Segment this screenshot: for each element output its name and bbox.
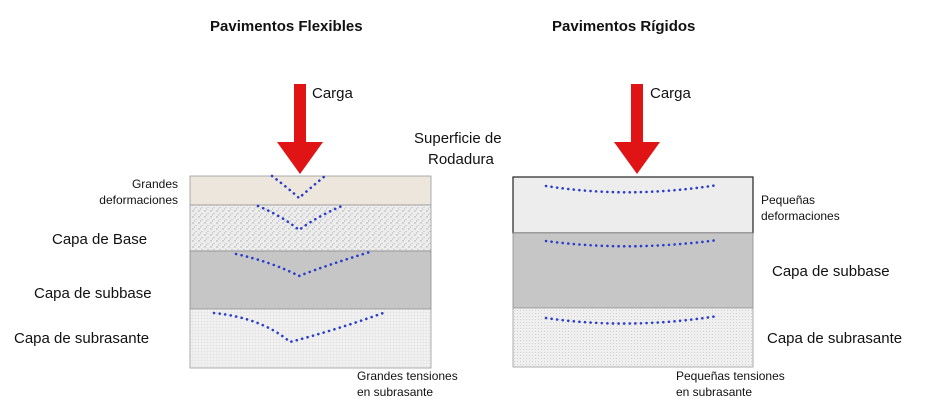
flexible-stress-note-line2: en subrasante xyxy=(357,385,433,399)
rigid-stress-note-line2: en subrasante xyxy=(676,385,752,399)
rigid-slab-layer xyxy=(512,176,754,234)
flexible-subgrade-label: Capa de subrasante xyxy=(14,330,149,347)
flexible-load-label: Carga xyxy=(312,85,354,102)
rigid-deformation-label-line1: Pequeñas xyxy=(761,193,815,207)
rigid-subbase-label: Capa de subbase xyxy=(772,263,890,280)
rigid-subbase-layer xyxy=(512,232,754,309)
flexible-deformation-label-line1: Grandes xyxy=(132,177,178,191)
flexible-deflection-curves xyxy=(212,174,388,344)
rigid-slab-deflection-curve xyxy=(544,183,720,194)
rigid-pavement-section xyxy=(512,176,754,368)
rigid-title: Pavimentos Rígidos xyxy=(552,18,695,35)
rigid-subgrade-layer xyxy=(512,307,754,368)
flexible-subbase-deflection-curve xyxy=(234,250,372,278)
surface-label-line2: Rodadura xyxy=(428,151,495,168)
rigid-subbase-deflection-curve xyxy=(544,238,720,248)
flexible-surface-deflection-curve xyxy=(270,174,327,200)
rigid-subgrade-deflection-curve xyxy=(544,314,720,325)
flexible-surface-layer xyxy=(189,175,432,206)
flexible-base-layer xyxy=(189,204,432,252)
surface-label-line1: Superficie de xyxy=(414,130,502,147)
rigid-load-label: Carga xyxy=(650,85,692,102)
flexible-pavement-section xyxy=(189,175,432,369)
flexible-subgrade-layer xyxy=(189,308,432,369)
flexible-load-arrow xyxy=(277,84,323,174)
rigid-stress-note-line1: Pequeñas tensiones xyxy=(676,369,785,383)
flexible-subbase-layer xyxy=(189,250,432,310)
flexible-subbase-label: Capa de subbase xyxy=(34,285,152,302)
rigid-subgrade-label: Capa de subrasante xyxy=(767,330,902,347)
rigid-deflection-curves xyxy=(544,183,720,325)
flexible-stress-note-line1: Grandes tensiones xyxy=(357,369,458,383)
flexible-title: Pavimentos Flexibles xyxy=(210,18,363,35)
flexible-deformation-label-line2: deformaciones xyxy=(99,193,178,207)
flexible-subgrade-deflection-curve xyxy=(212,310,388,344)
rigid-deformation-label-line2: deformaciones xyxy=(761,209,840,223)
flexible-base-label: Capa de Base xyxy=(52,231,147,248)
rigid-load-arrow xyxy=(614,84,660,174)
